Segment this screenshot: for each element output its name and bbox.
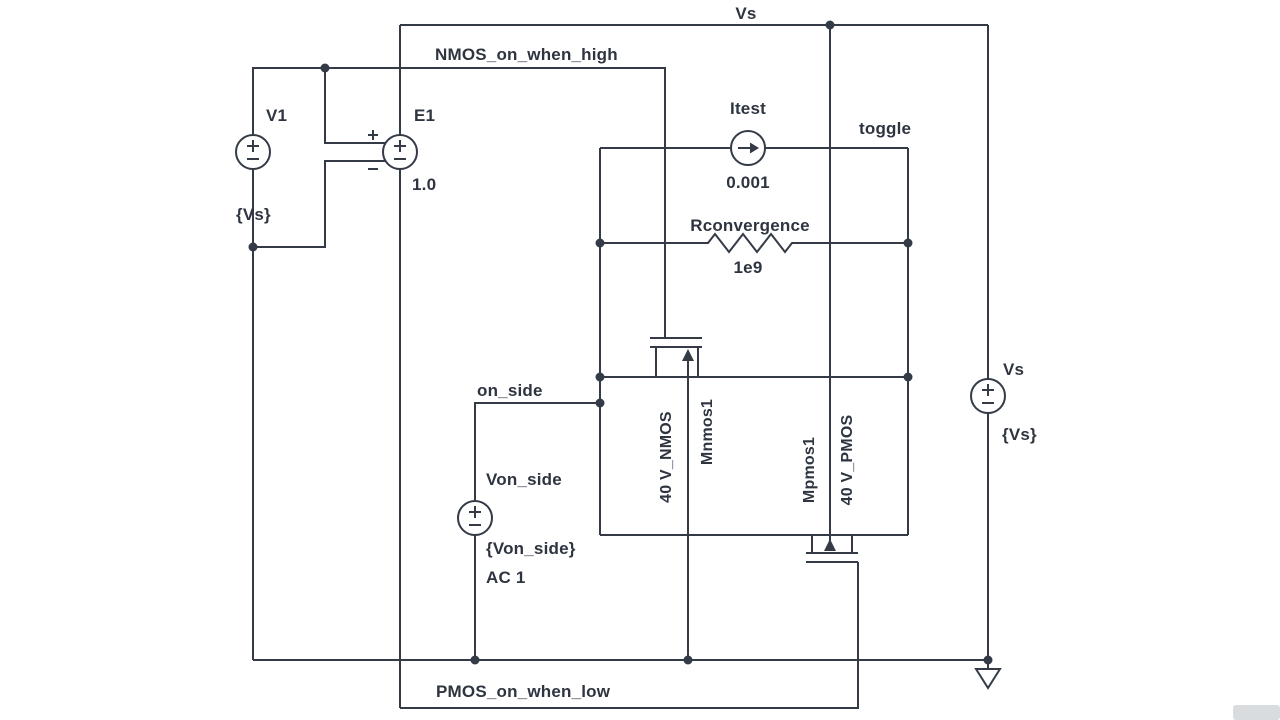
v1-symbol-circle (235, 134, 271, 170)
e1-control-plus-icon (368, 130, 378, 140)
net-label-on-side: on_side (477, 381, 543, 400)
net-label-vs-rail: Vs (735, 4, 756, 23)
itest-symbol-circle (730, 130, 766, 166)
net-label-toggle: toggle (859, 119, 911, 138)
junction-dot (470, 655, 480, 665)
von-side-symbol-circle (457, 500, 493, 536)
von-side-ac-spec: AC 1 (486, 568, 526, 587)
mpmos1-bulk-arrow-icon (824, 539, 836, 551)
rconvergence-value: 1e9 (734, 258, 763, 277)
rconvergence-resistor: Rconvergence 1e9 (690, 216, 810, 277)
mnmos1-transistor: Mnmos1 40 V_NMOS (650, 337, 716, 503)
mnmos1-model: 40 V_NMOS (658, 411, 675, 503)
vs-voltage-source: Vs {Vs} (970, 360, 1037, 444)
itest-current-source: Itest 0.001 (726, 99, 770, 192)
von-side-designator: Von_side (486, 470, 562, 489)
junction-dot (595, 398, 605, 408)
mpmos1-designator: Mpmos1 (801, 437, 818, 503)
von-side-value: {Von_side} (486, 539, 576, 558)
e1-symbol-circle (382, 134, 418, 170)
vs-value: {Vs} (1002, 425, 1037, 444)
ground-symbol (974, 660, 1002, 690)
rconvergence-designator: Rconvergence (690, 216, 810, 235)
v1-designator: V1 (266, 106, 287, 125)
e1-plus-icon (394, 140, 406, 152)
net-labels: Vs NMOS_on_when_high toggle on_side PMOS… (435, 4, 911, 701)
von-side-voltage-source: Von_side {Von_side} AC 1 (457, 470, 576, 587)
wires (252, 24, 989, 709)
itest-designator: Itest (730, 99, 766, 118)
wire-pmos-gate-net (400, 562, 859, 709)
vs-plus-icon (982, 384, 994, 396)
junction-dot (595, 238, 605, 248)
junction-dot (825, 20, 835, 30)
ground-icon (974, 668, 1002, 690)
junction-dot (248, 242, 258, 252)
von-side-plus-icon (469, 506, 481, 518)
e1-designator: E1 (414, 106, 435, 125)
junction-dot (903, 238, 913, 248)
watermark (1233, 705, 1280, 720)
junction-dot (595, 372, 605, 382)
wire-nmos-gate-net (252, 67, 666, 338)
vs-symbol-circle (970, 378, 1006, 414)
wire-e1-control-minus (253, 160, 386, 248)
v1-value: {Vs} (236, 205, 271, 224)
itest-value: 0.001 (726, 173, 770, 192)
net-label-pmos-on-when-low: PMOS_on_when_low (436, 682, 611, 701)
mnmos1-bulk-arrow-icon (682, 349, 694, 361)
e1-controlled-source: E1 1.0 (368, 106, 436, 194)
vs-designator: Vs (1003, 360, 1024, 379)
junction-dot (320, 63, 330, 73)
e1-value: 1.0 (412, 175, 436, 194)
mpmos1-transistor: Mpmos1 40 V_PMOS (801, 415, 858, 563)
v1-voltage-source: V1 {Vs} (235, 106, 287, 224)
wire-e1-control-plus (324, 68, 386, 144)
wire-rconvergence-branch (600, 232, 908, 254)
junction-dot (683, 655, 693, 665)
wire-on-side-net (474, 402, 600, 501)
mnmos1-designator: Mnmos1 (699, 399, 716, 465)
v1-plus-icon (247, 140, 259, 152)
junction-dots (248, 20, 993, 665)
mpmos1-model: 40 V_PMOS (839, 415, 856, 506)
net-label-nmos-on-when-high: NMOS_on_when_high (435, 45, 618, 64)
junction-dot (903, 372, 913, 382)
itest-arrowhead-icon (750, 142, 759, 154)
